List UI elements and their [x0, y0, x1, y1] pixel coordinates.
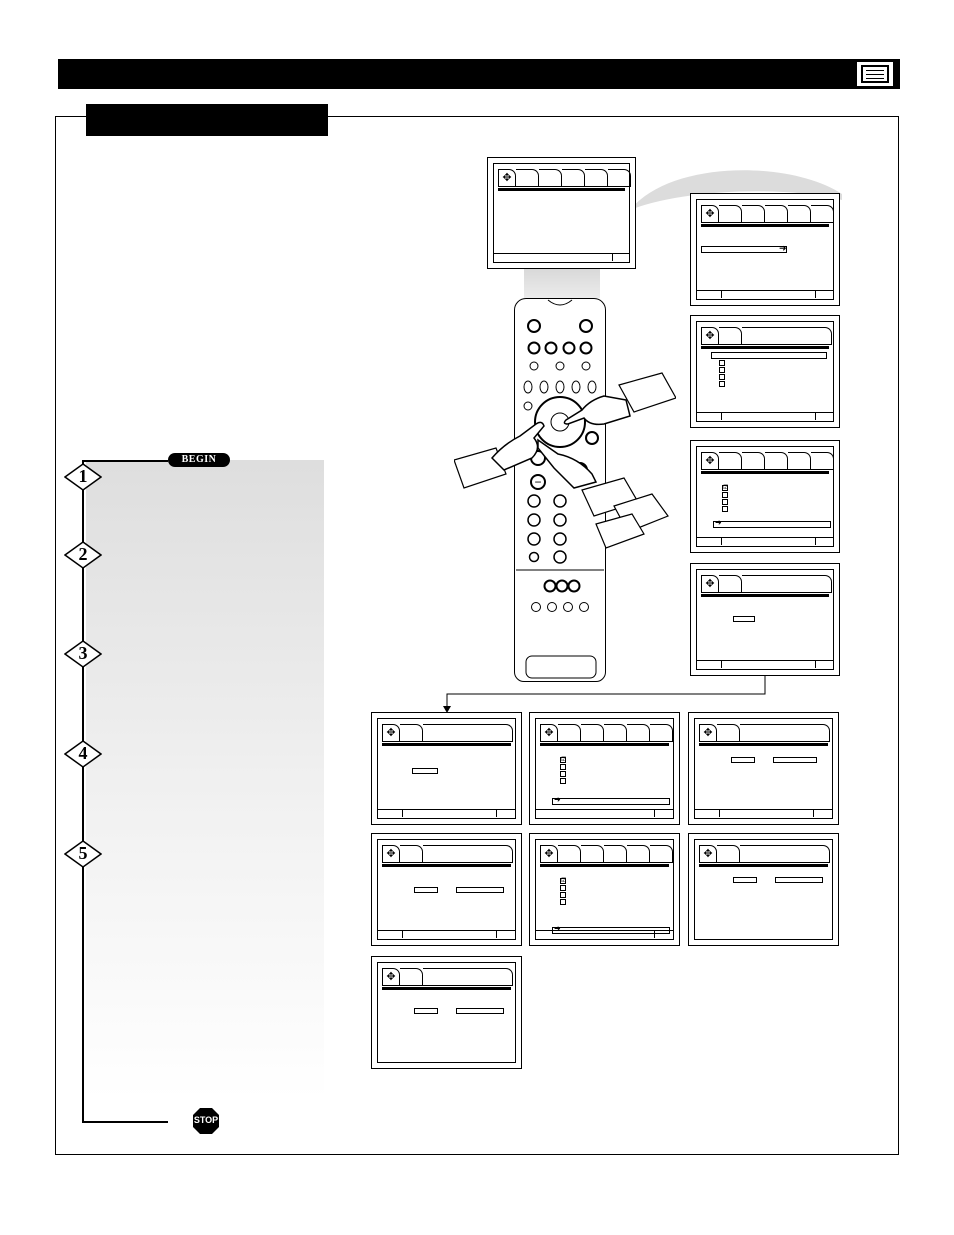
step-3-number: 3	[78, 643, 88, 663]
step-4-number: 4	[78, 743, 88, 763]
stop-sign-icon: STOP	[192, 1107, 220, 1135]
nav-icon: ✥	[382, 845, 400, 863]
timeline-bottom	[82, 1121, 168, 1123]
step-4-marker: 4	[64, 740, 102, 768]
nav-icon: ✥	[498, 169, 516, 187]
tv-screen-main-menu: ✥	[487, 157, 636, 269]
nav-icon: ✥	[701, 575, 719, 593]
arrow-icon: ➜	[554, 795, 561, 804]
begin-badge: BEGIN	[168, 453, 230, 467]
step-2-number: 2	[78, 544, 88, 564]
steps-panel	[86, 460, 324, 1100]
arrow-icon: ➜	[715, 518, 722, 527]
tv-screen-right-1: ✥ ➜	[690, 193, 840, 306]
stop-label: STOP	[193, 1115, 219, 1125]
nav-icon: ✥	[701, 452, 719, 470]
svg-text:−: −	[534, 475, 541, 489]
tv-screen-right-4: ✥	[690, 563, 840, 676]
tv-screen-grid-6: ✥	[688, 833, 839, 946]
nav-icon: ✥	[699, 724, 717, 742]
header-bar	[58, 59, 900, 89]
nav-icon: ✥	[382, 968, 400, 986]
content-frame	[55, 116, 899, 1155]
pressing-hands-icon	[454, 372, 676, 549]
arrow-icon: ➜	[779, 243, 787, 253]
nav-icon: ✥	[699, 845, 717, 863]
step-3-marker: 3	[64, 640, 102, 668]
checkbox-checked-icon: ☑	[560, 878, 567, 884]
tv-menu-icon	[856, 61, 894, 87]
flow-connector	[443, 676, 766, 713]
tv-screen-grid-3: ✥	[688, 712, 839, 825]
tv-screen-grid-5: ✥ ☑ ➜	[529, 833, 680, 946]
zoom-arc	[630, 170, 842, 210]
checkbox-checked-icon: ☑	[560, 757, 567, 763]
nav-icon: ✥	[382, 724, 400, 742]
step-2-marker: 2	[64, 541, 102, 569]
step-1-number: 1	[78, 466, 88, 486]
step-5-marker: 5	[64, 840, 102, 868]
timeline-top	[82, 460, 168, 462]
nav-icon: ✥	[540, 845, 558, 863]
tv-screen-grid-4: ✥	[371, 833, 522, 946]
step-5-number: 5	[78, 843, 88, 863]
step-1-marker: 1	[64, 463, 102, 491]
tv-screen-grid-2: ✥ ☑ ➜	[529, 712, 680, 825]
nav-icon: ✥	[540, 724, 558, 742]
tv-screen-grid-7: ✥	[371, 956, 522, 1069]
nav-icon: ✥	[701, 327, 719, 345]
steps-timeline	[82, 460, 84, 1122]
checkbox-checked-icon: ☑	[722, 485, 729, 491]
section-title-tab	[86, 104, 328, 136]
nav-icon: ✥	[701, 205, 719, 223]
arrow-icon: ➜	[554, 924, 561, 933]
tv-screen-grid-1: ✥	[371, 712, 522, 825]
tv-screen-right-3: ✥ ☑ ➜	[690, 440, 840, 553]
tv-screen-right-2: ✥	[690, 315, 840, 428]
